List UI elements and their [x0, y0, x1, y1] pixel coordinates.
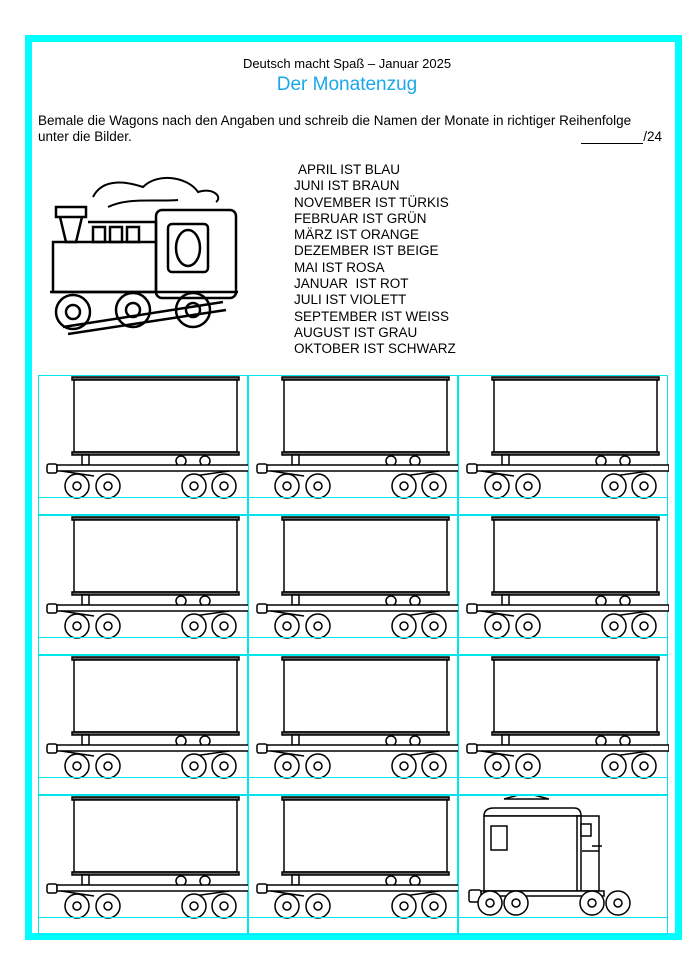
color-rule: DEZEMBER IST BEIGE — [294, 243, 439, 259]
color-rule: JANUAR IST ROT — [294, 276, 409, 292]
wagon-cell — [38, 515, 249, 655]
wagon-cell — [38, 655, 249, 795]
page-border — [25, 35, 682, 940]
color-rule: AUGUST IST GRAU — [294, 324, 418, 340]
wagon-cell — [248, 655, 459, 795]
wagon-image[interactable] — [249, 796, 459, 921]
wagon-image[interactable] — [459, 376, 669, 501]
wagon-image[interactable] — [249, 656, 459, 781]
wagon-cell — [248, 515, 459, 655]
month-name-line[interactable] — [459, 497, 667, 498]
wagon-cell — [458, 515, 669, 655]
color-rule: APRIL IST BLAU — [298, 162, 401, 177]
color-rule: JULI IST VIOLETT — [294, 292, 407, 308]
month-name-line[interactable] — [249, 637, 457, 638]
color-rule: OKTOBER IST SCHWARZ — [294, 341, 456, 357]
wagon-image[interactable] — [39, 376, 249, 501]
month-name-line[interactable] — [249, 777, 457, 778]
month-name-line[interactable] — [459, 777, 667, 778]
month-name-line[interactable] — [459, 637, 667, 638]
locomotive-image — [50, 176, 238, 336]
month-name-line[interactable] — [39, 917, 247, 918]
color-rule: MÄRZ IST ORANGE — [294, 227, 420, 243]
wagon-image[interactable] — [459, 516, 669, 641]
color-rule: JUNI IST BRAUN — [294, 178, 400, 194]
color-rule: MAI IST ROSA — [294, 259, 385, 275]
score-total: /24 — [643, 129, 662, 144]
wagon-image[interactable] — [249, 376, 459, 501]
wagon-cell — [248, 795, 459, 935]
wagon-cell — [38, 375, 249, 515]
instructions: Bemale die Wagons nach den Angaben und s… — [38, 113, 632, 144]
wagon-image[interactable] — [249, 516, 459, 641]
color-rule: FEBRUAR IST GRÜN — [294, 210, 427, 226]
month-name-line[interactable] — [39, 497, 247, 498]
worksheet-title: Der Monatenzug — [276, 74, 418, 95]
color-list: APRIL IST BLAU JUNI IST BRAUN NOVEMBER I… — [294, 162, 456, 358]
caboose-image — [468, 796, 631, 916]
month-name-line[interactable] — [249, 497, 457, 498]
month-name-line[interactable] — [249, 917, 457, 918]
wagon-image[interactable] — [39, 516, 249, 641]
color-rule: SEPTEMBER IST WEISS — [294, 308, 450, 324]
wagon-grid — [38, 375, 669, 935]
caboose-cell — [458, 795, 668, 935]
wagon-cell — [248, 375, 459, 515]
wagon-image[interactable] — [39, 796, 249, 921]
month-name-line[interactable] — [39, 637, 247, 638]
month-name-line[interactable] — [39, 777, 247, 778]
score-field[interactable]: /24 — [581, 129, 662, 144]
score-blank[interactable] — [581, 131, 644, 144]
wagon-cell — [38, 795, 249, 935]
month-name-line[interactable] — [459, 917, 667, 918]
wagon-image[interactable] — [39, 656, 249, 781]
color-rule: NOVEMBER IST TÜRKIS — [294, 194, 449, 210]
wagon-image[interactable] — [459, 656, 669, 781]
wagon-cell — [458, 655, 669, 795]
worksheet-subtitle: Deutsch macht Spaß – Januar 2025 — [242, 56, 452, 71]
wagon-cell — [458, 375, 669, 515]
